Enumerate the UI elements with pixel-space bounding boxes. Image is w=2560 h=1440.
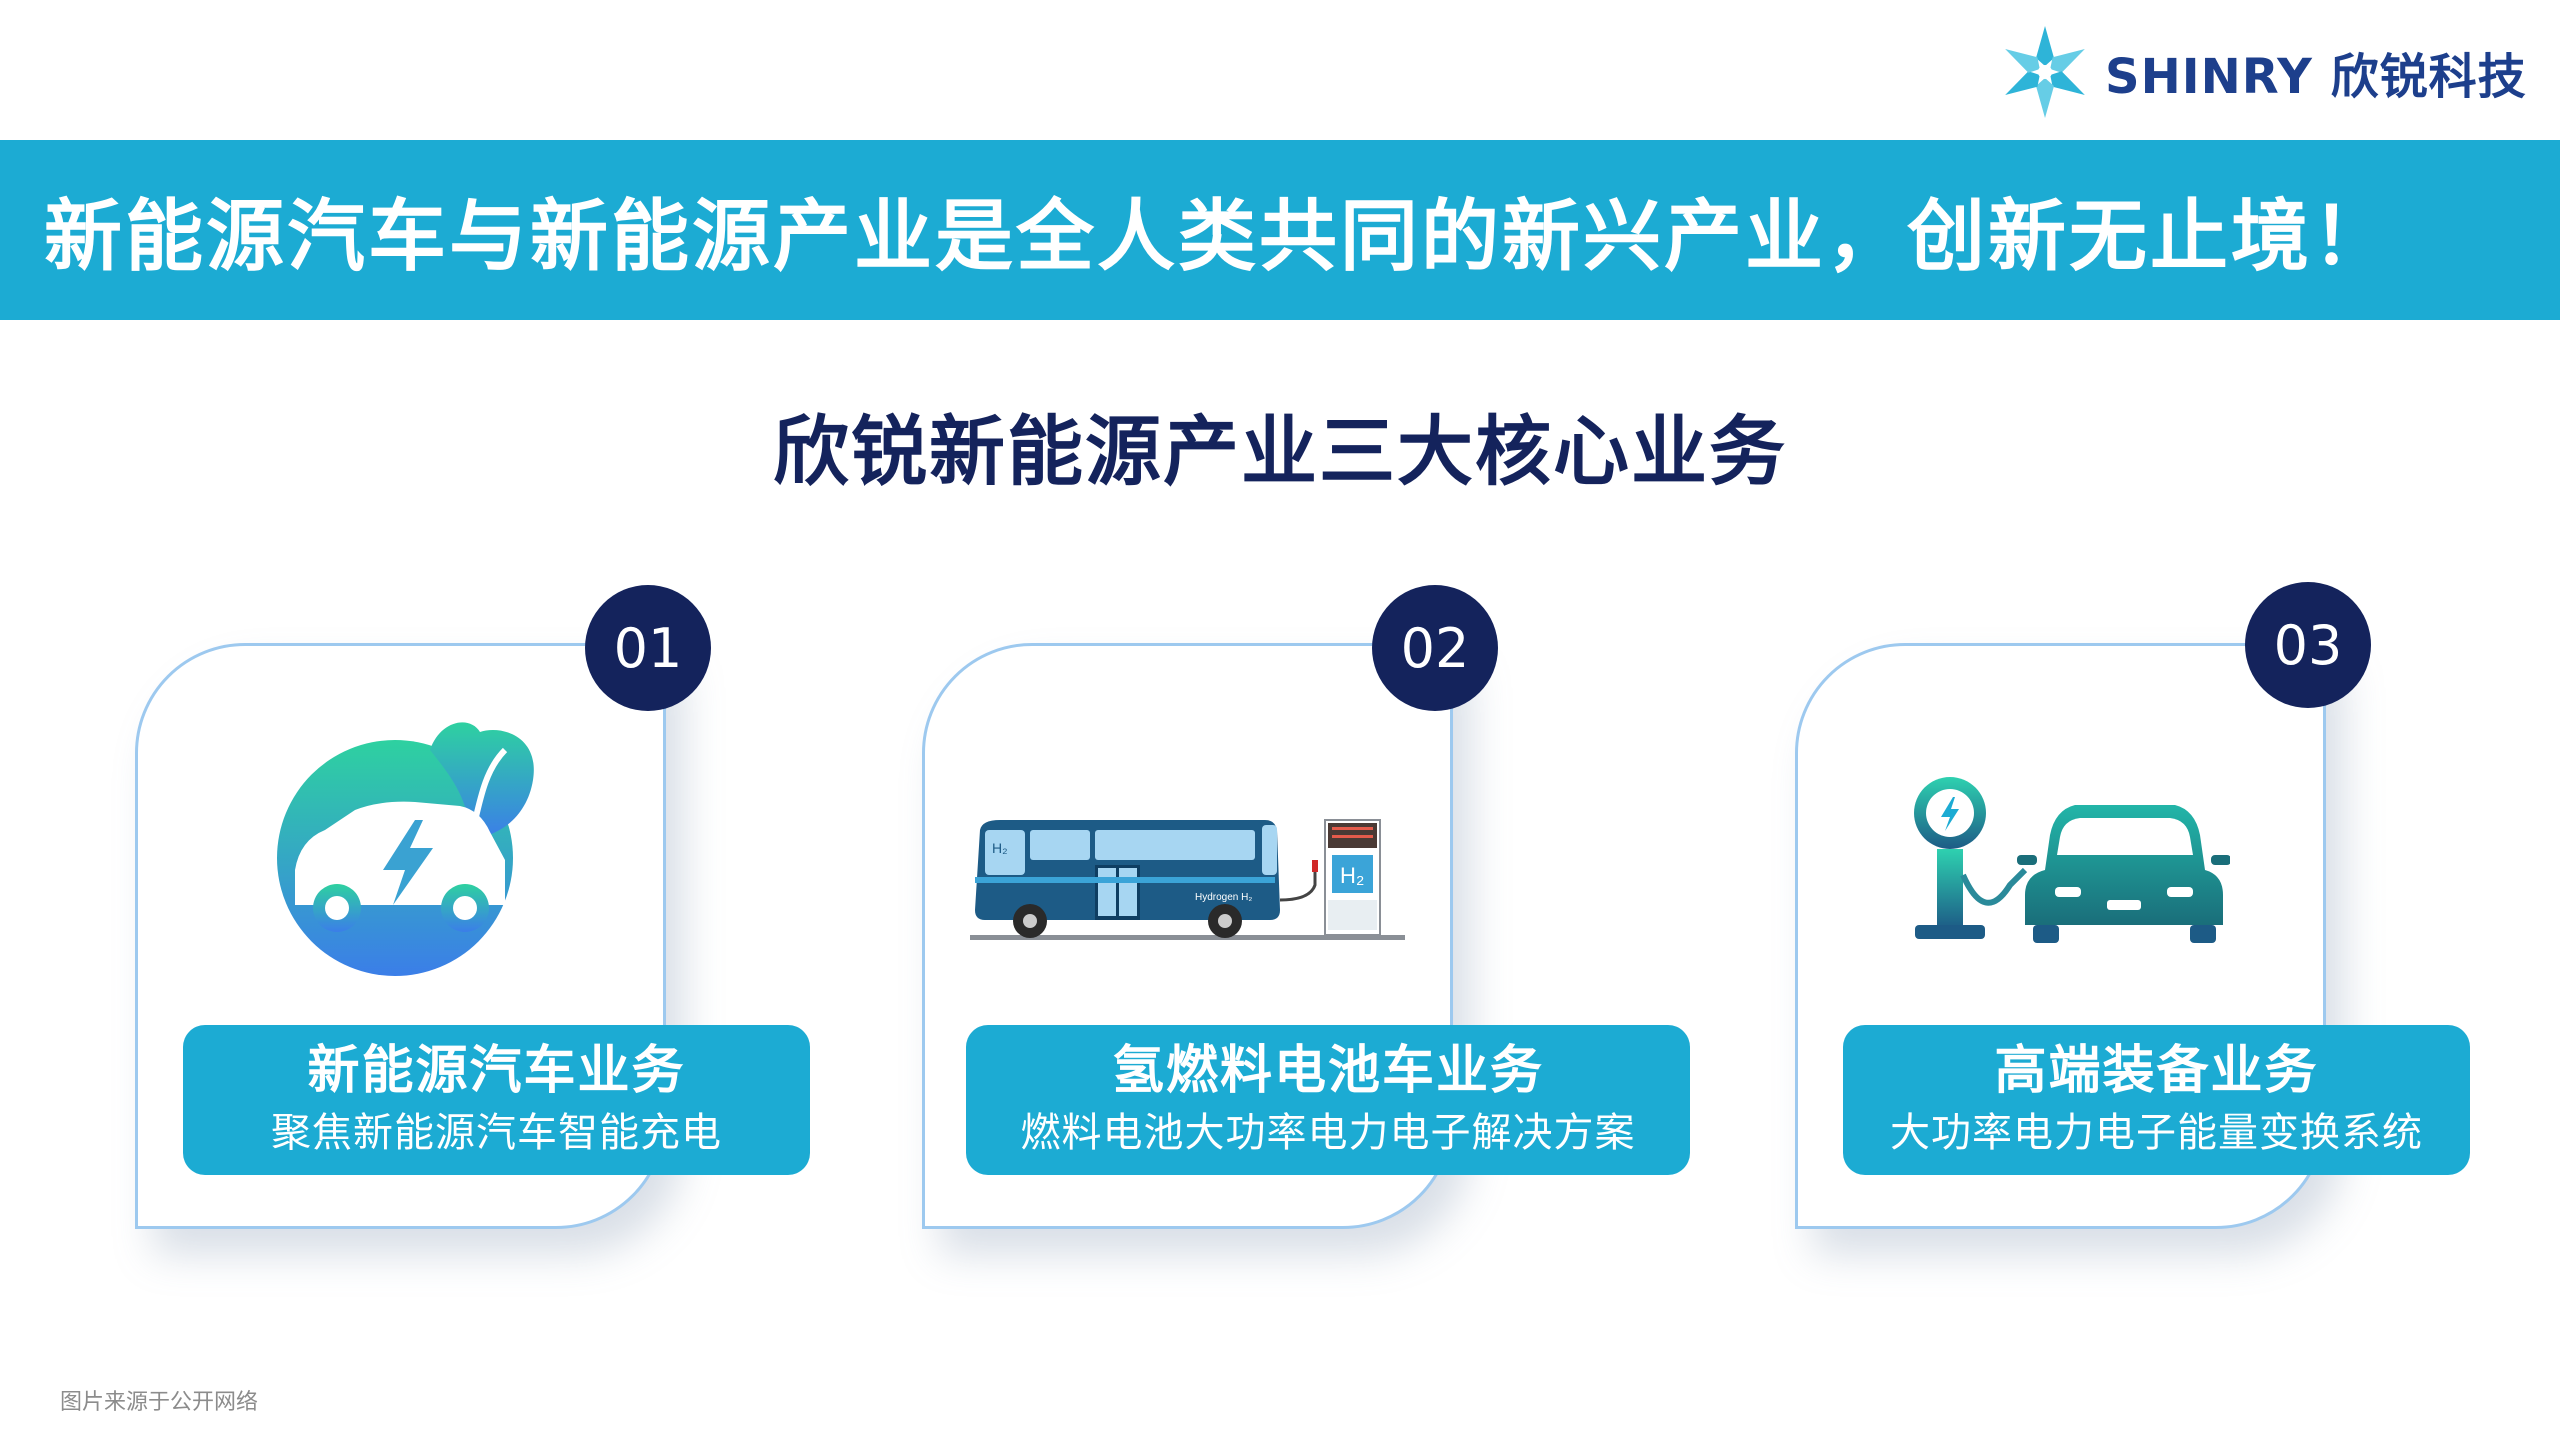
- svg-text:Hydrogen H₂: Hydrogen H₂: [1195, 892, 1252, 903]
- business-label-2: 氢燃料电池车业务 燃料电池大功率电力电子解决方案: [966, 1025, 1690, 1175]
- card-number-badge-2: 02: [1372, 585, 1498, 711]
- snowflake-logo-icon: [2005, 26, 2085, 118]
- slogan-banner: 新能源汽车与新能源产业是全人类共同的新兴产业，创新无止境！: [0, 140, 2560, 320]
- business-subtitle: 燃料电池大功率电力电子解决方案: [1020, 1110, 1636, 1156]
- brand-logo-text: SHINRY 欣锐科技: [2105, 49, 2527, 105]
- electric-car-leaf-icon: [277, 722, 534, 976]
- charging-station-car-icon: [1914, 777, 2230, 943]
- business-title: 高端装备业务: [1994, 1041, 2319, 1101]
- image-source-note: 图片来源于公开网络: [60, 1390, 259, 1415]
- hydrogen-bus-icon: H₂ Hydrogen H₂ H₂: [970, 819, 1405, 940]
- business-subtitle: 大功率电力电子能量变换系统: [1890, 1110, 2423, 1156]
- brand-logo: SHINRY 欣锐科技: [1995, 22, 2527, 122]
- card-number-badge-3: 03: [2245, 582, 2371, 708]
- section-title: 欣锐新能源产业三大核心业务: [773, 407, 1787, 496]
- svg-text:H₂: H₂: [992, 840, 1008, 856]
- business-title: 氢燃料电池车业务: [1111, 1041, 1544, 1101]
- svg-text:H₂: H₂: [1340, 863, 1364, 888]
- card-number-badge-1: 01: [585, 585, 711, 711]
- business-label-3: 高端装备业务 大功率电力电子能量变换系统: [1843, 1025, 2470, 1175]
- business-label-1: 新能源汽车业务 聚焦新能源汽车智能充电: [183, 1025, 810, 1175]
- business-subtitle: 聚焦新能源汽车智能充电: [271, 1110, 722, 1156]
- business-title: 新能源汽车业务: [307, 1041, 686, 1101]
- slogan-text: 新能源汽车与新能源产业是全人类共同的新兴产业，创新无止境！: [44, 192, 2394, 282]
